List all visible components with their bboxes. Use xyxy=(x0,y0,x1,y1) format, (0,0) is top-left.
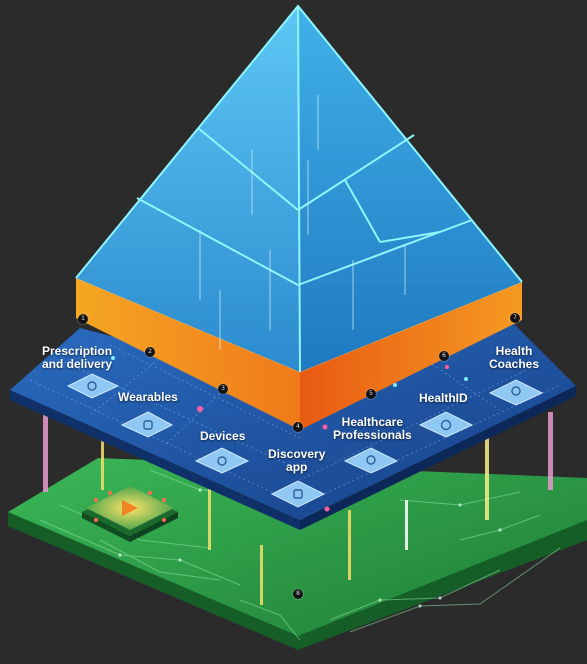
marker-5: 5 xyxy=(366,389,376,399)
pill-icon xyxy=(87,381,97,391)
tile-glyphs xyxy=(87,381,521,499)
healthid-label: HealthID xyxy=(419,391,468,405)
watch-icon xyxy=(143,420,153,430)
devices-tile[interactable] xyxy=(194,447,250,474)
coaches-line1: Health xyxy=(495,344,533,358)
fingerprint-icon xyxy=(440,419,452,431)
marker-7: 7 xyxy=(510,313,520,323)
prescription-line2: and delivery xyxy=(42,357,113,371)
marker-1: 1 xyxy=(78,314,88,324)
app-icon xyxy=(293,489,303,499)
coaches-tile[interactable] xyxy=(488,379,544,406)
professionals-label: Healthcare Professionals xyxy=(333,416,412,442)
devices-label: Devices xyxy=(200,429,246,443)
healthid-tile[interactable] xyxy=(418,411,474,438)
circuit-board-layer xyxy=(8,458,587,650)
marker-6: 6 xyxy=(439,351,449,361)
wearables-tile[interactable] xyxy=(120,411,174,438)
discovery-tile[interactable] xyxy=(270,480,326,508)
service-tiles xyxy=(66,373,544,508)
device-icon xyxy=(217,456,227,466)
marker-4: 4 xyxy=(293,422,303,432)
marker-8: 8 xyxy=(293,589,303,599)
discovery-line1: Discovery xyxy=(268,447,326,461)
processor-chip xyxy=(82,486,178,542)
marker-3: 3 xyxy=(218,384,228,394)
discovery-label: Discovery app xyxy=(268,448,325,474)
prescription-line1: Prescription xyxy=(42,344,113,358)
pyramid xyxy=(75,4,523,373)
professionals-tile[interactable] xyxy=(343,447,399,474)
marker-2: 2 xyxy=(145,347,155,357)
prescription-label: Prescription and delivery xyxy=(42,345,112,371)
doctor-icon xyxy=(366,455,376,465)
discovery-line2: app xyxy=(286,460,308,474)
connector-pillars xyxy=(43,410,553,605)
coach-icon xyxy=(511,386,521,396)
coaches-line2: Coaches xyxy=(489,357,540,371)
wearables-label: Wearables xyxy=(118,390,178,404)
professionals-line2: Professionals xyxy=(333,428,412,442)
prescription-tile[interactable] xyxy=(66,373,120,399)
professionals-line1: Healthcare xyxy=(341,415,404,429)
coaches-label: Health Coaches xyxy=(489,345,539,371)
